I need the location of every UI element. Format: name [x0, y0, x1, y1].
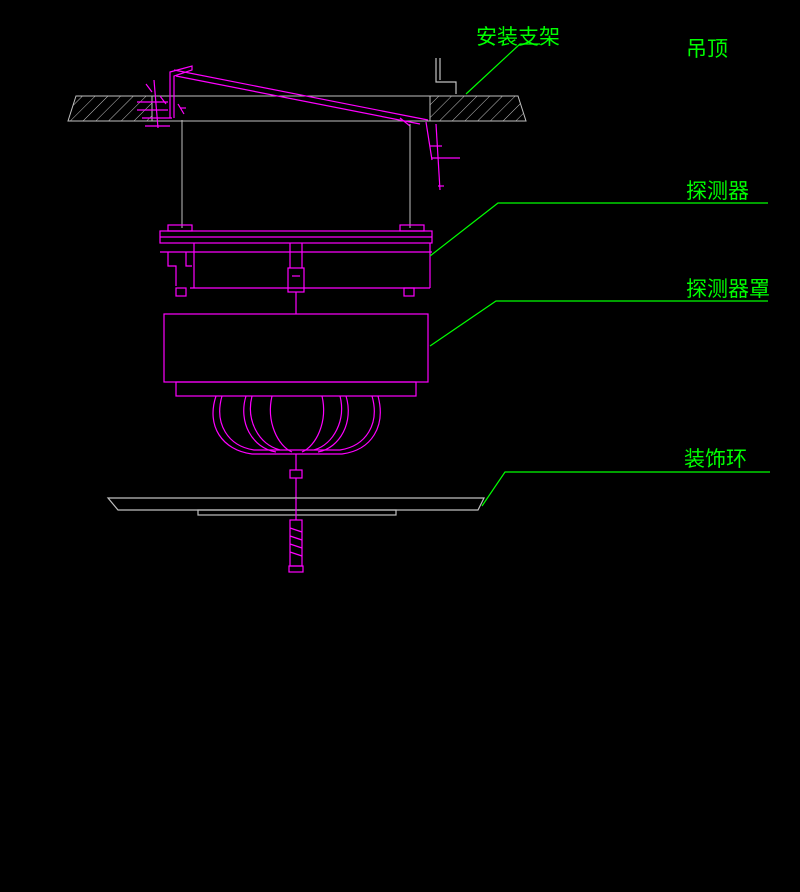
detector-body [159, 224, 433, 314]
decor-ring-leader [481, 471, 770, 507]
label-ceiling: 吊顶 [686, 37, 728, 61]
cover-leader [429, 300, 768, 347]
leader-lines [429, 43, 770, 507]
label-detector: 探测器 [686, 179, 749, 203]
ceiling-section [67, 95, 527, 122]
detector-leader [429, 202, 768, 257]
label-decor-ring: 装饰环 [684, 447, 747, 471]
bracket-hook [435, 58, 457, 94]
bracket-leader [465, 43, 540, 95]
screw [288, 498, 304, 573]
hanger-rods [181, 120, 411, 228]
mounting-bracket [137, 65, 460, 191]
label-bracket: 安装支架 [476, 25, 560, 49]
decor-ring [106, 497, 485, 516]
label-detector-cover: 探测器罩 [686, 277, 770, 301]
detector-cover [163, 313, 429, 500]
